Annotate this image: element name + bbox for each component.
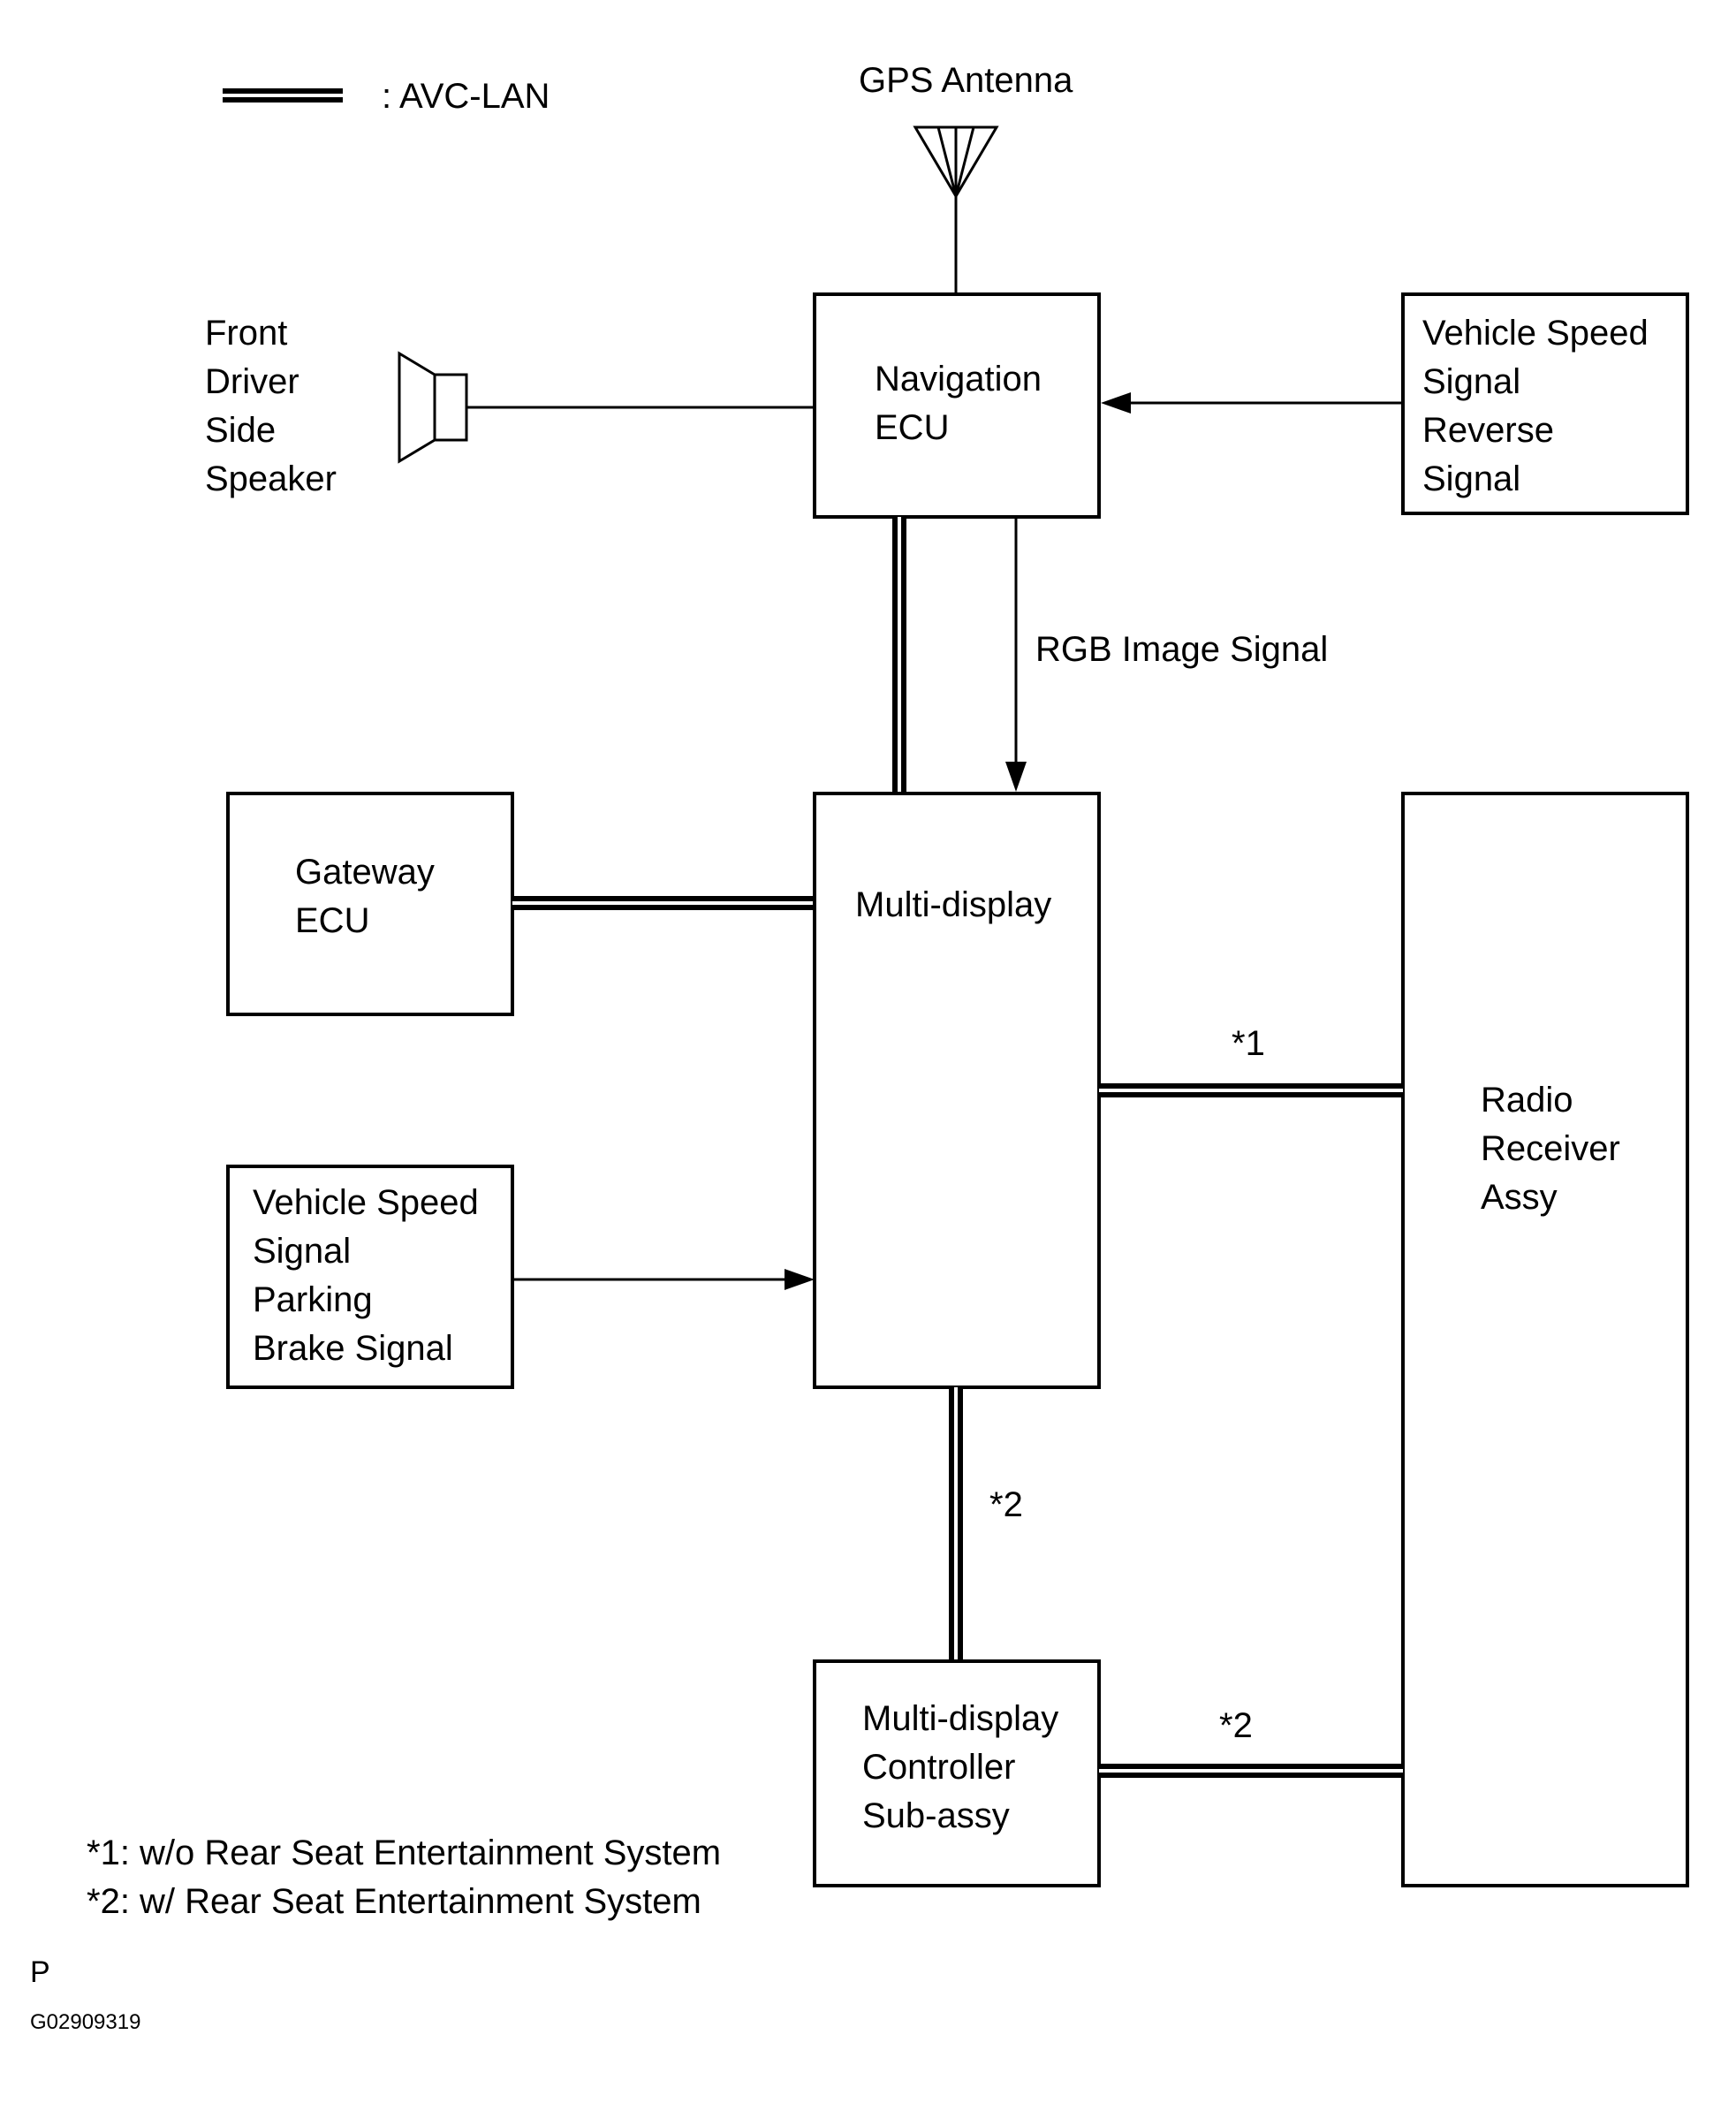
multi-display-label: Multi-display [855,885,1051,924]
vehicle-speed-reverse-label: Vehicle Speed Signal Reverse Signal [1422,314,1658,498]
arrow-to-navigation-ecu [1101,392,1131,414]
nav-to-multidisplay-links: RGB Image Signal [892,517,1328,793]
gateway-ecu: Gateway ECU [226,792,815,1016]
multi-display-controller: Multi-display Controller Sub-assy [813,1659,1101,1887]
navigation-ecu: Navigation ECU [813,292,1101,519]
link-note1: *1 [1099,1024,1403,1097]
arrow-to-multi-display [785,1269,815,1290]
vehicle-speed-reverse-signal: Vehicle Speed Signal Reverse Signal [1101,292,1689,515]
vehicle-speed-parking-label: Vehicle Speed Signal Parking Brake Signa… [253,1183,489,1368]
speaker-label: Front Driver Side Speaker [205,314,337,498]
controller-label: Multi-display Controller Sub-assy [862,1699,1068,1835]
footer-letter: P [30,1955,50,1989]
link-note2-vertical: *2 [949,1387,1023,1661]
radio-receiver-assy: Radio Receiver Assy [1401,792,1689,1887]
multi-display: Multi-display [813,792,1101,1389]
figure-footer: P G02909319 [30,1955,140,2034]
rgb-arrow [1005,762,1027,792]
radio-receiver-label: Radio Receiver Assy [1481,1081,1630,1217]
speaker-icon [433,373,468,442]
footnote-2: *2: w/ Rear Seat Entertainment System [87,1882,701,1921]
rgb-image-signal-label: RGB Image Signal [1035,630,1328,669]
legend: : AVC-LAN [223,77,550,116]
navigation-ecu-label: Navigation ECU [875,360,1051,447]
footnotes: *1: w/o Rear Seat Entertainment System *… [87,1833,721,1921]
note2-marker-horizontal: *2 [1219,1706,1253,1745]
gateway-ecu-label: Gateway ECU [295,853,444,940]
link-note2-horizontal: *2 [1099,1706,1403,1778]
legend-avc-lan-label: : AVC-LAN [382,77,550,116]
vehicle-speed-parking-brake-signal: Vehicle Speed Signal Parking Brake Signa… [226,1165,815,1389]
footnote-1: *1: w/o Rear Seat Entertainment System [87,1833,721,1872]
front-driver-side-speaker: Front Driver Side Speaker [205,314,815,498]
gps-antenna: GPS Antenna [859,61,1073,294]
gps-antenna-label: GPS Antenna [859,61,1073,100]
note1-marker: *1 [1232,1024,1265,1063]
note2-marker-vertical: *2 [989,1485,1023,1524]
figure-code: G02909319 [30,2010,140,2034]
